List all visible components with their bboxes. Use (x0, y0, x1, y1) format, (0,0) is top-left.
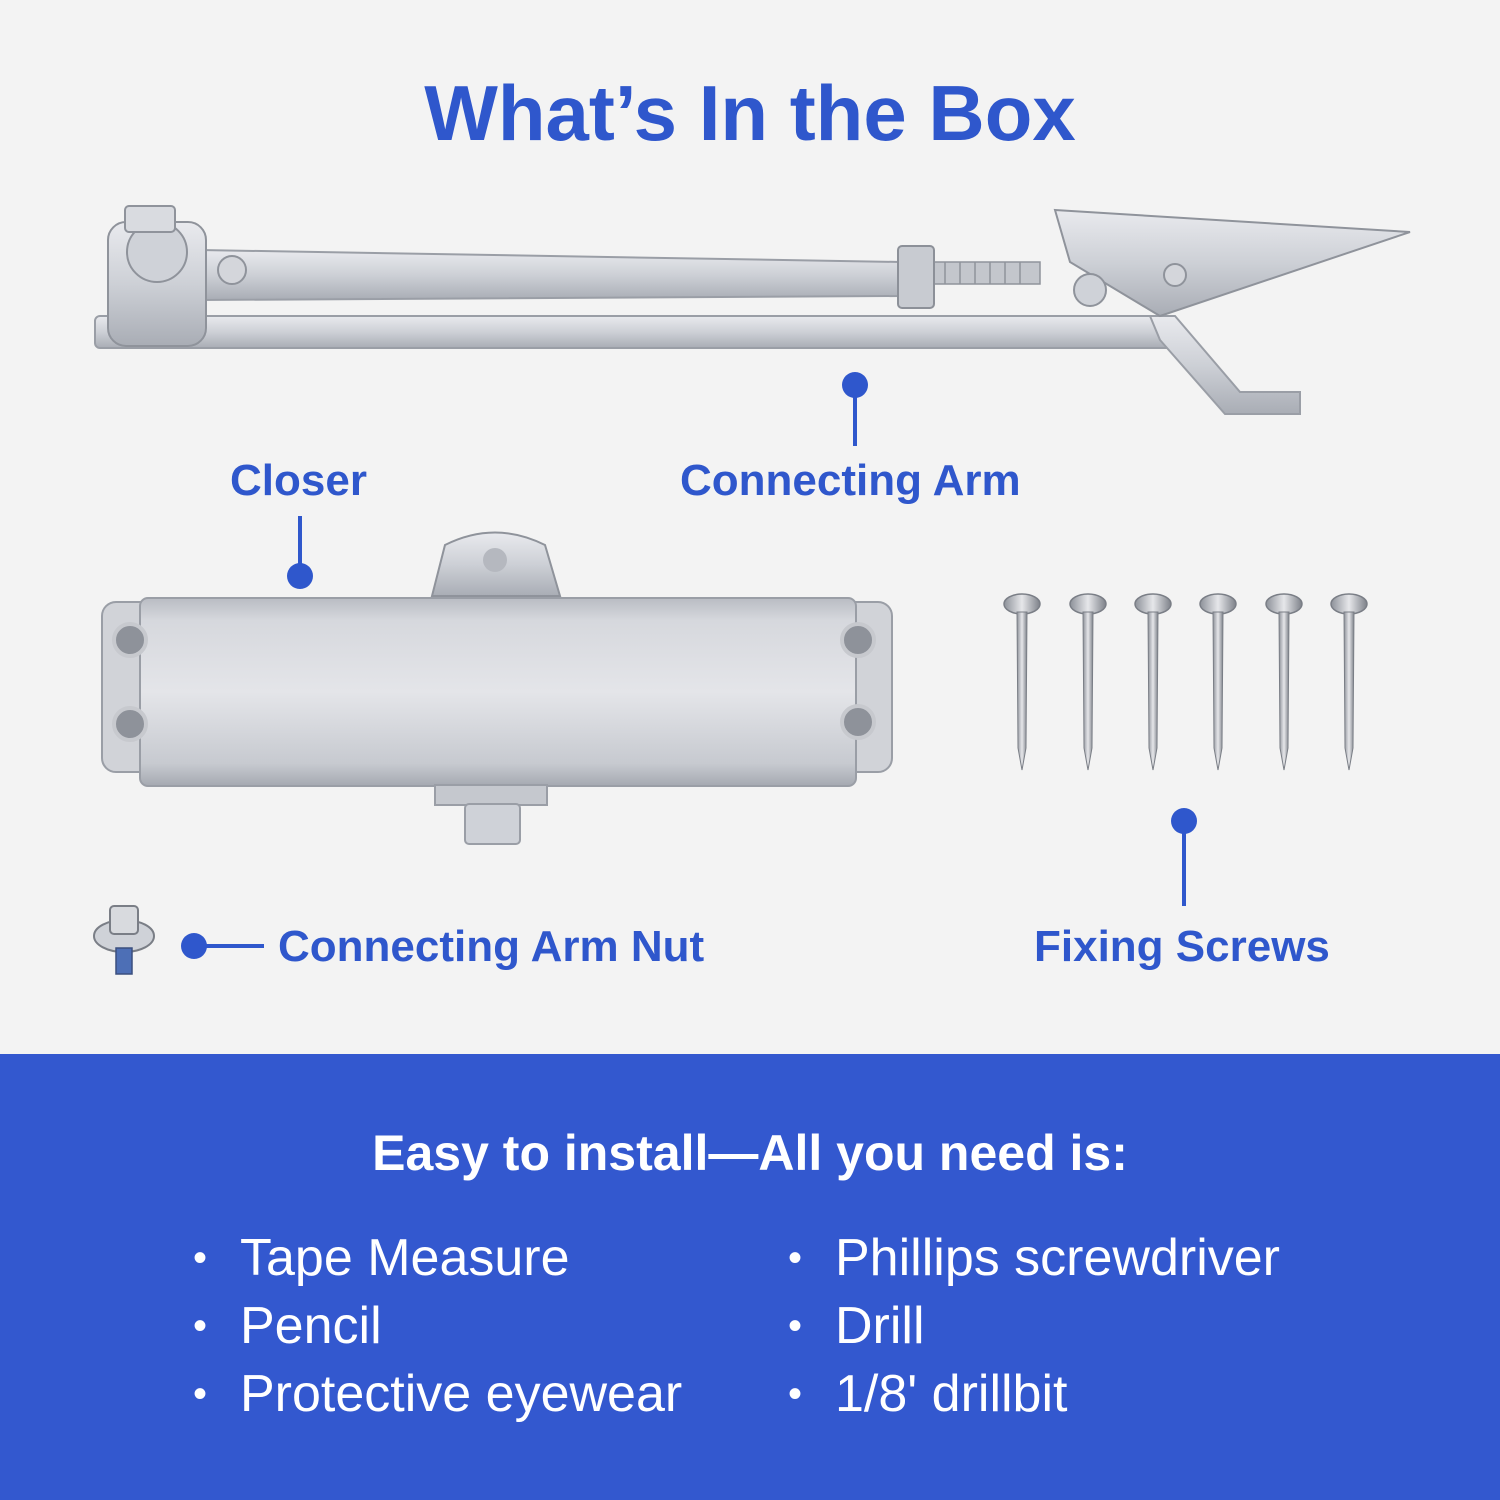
fixing-screws-label: Fixing Screws (1034, 922, 1330, 971)
page-title: What’s In the Box (424, 69, 1076, 157)
connecting-arm-nut-image (93, 905, 155, 975)
bullet-icon: • (192, 1304, 207, 1348)
tool-item: • Drill (785, 1292, 1280, 1360)
tool-item: • Phillips screwdriver (785, 1224, 1280, 1292)
install-heading: Easy to install—All you need is: (372, 1125, 1128, 1181)
tool-item: • Pencil (190, 1292, 682, 1360)
fixing-screws-image (1003, 593, 1368, 771)
connecting-arm-nut-label: Connecting Arm Nut (278, 922, 705, 971)
tools-list-right: • Phillips screwdriver • Drill • 1/8' drill… (785, 1224, 1280, 1428)
bullet-icon: • (787, 1304, 802, 1348)
connecting-arm-image (94, 205, 1411, 415)
bullet-icon: • (192, 1236, 207, 1280)
fixing-screws-leader (1182, 826, 1186, 906)
tools-list-left: • Tape Measure • Pencil • Protective eyewea… (190, 1224, 682, 1428)
tool-item: • 1/8' drillbit (785, 1360, 1280, 1428)
bullet-icon: • (787, 1372, 802, 1416)
tool-item: • Protective eyewear (190, 1360, 682, 1428)
connecting-arm-nut-leader (200, 944, 264, 948)
bullet-icon: • (192, 1372, 207, 1416)
tool-item: • Tape Measure (190, 1224, 682, 1292)
tool-label: Drill (835, 1297, 925, 1355)
tool-label: 1/8' drillbit (835, 1365, 1068, 1423)
tool-label: Tape Measure (240, 1229, 570, 1287)
install-requirements-banner: Easy to install—All you need is: • Tape M… (0, 1054, 1500, 1500)
closer-image (101, 531, 893, 845)
tool-label: Phillips screwdriver (835, 1229, 1280, 1287)
closer-label: Closer (230, 456, 367, 505)
bullet-icon: • (787, 1236, 802, 1280)
connecting-arm-label: Connecting Arm (680, 456, 1021, 505)
tool-label: Pencil (240, 1297, 382, 1355)
connecting-arm-leader (853, 390, 857, 446)
closer-leader (298, 516, 302, 568)
closer-dot (287, 563, 313, 589)
tool-label: Protective eyewear (240, 1365, 683, 1423)
product-illustration (93, 205, 1411, 975)
